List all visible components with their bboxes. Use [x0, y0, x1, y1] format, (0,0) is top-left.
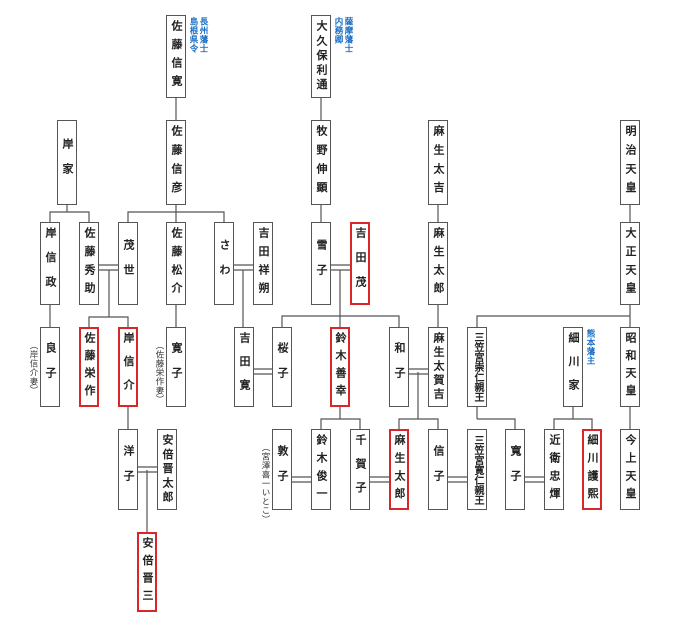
person-box: 雪子 [311, 222, 331, 305]
person-box: 千賀子 [350, 429, 370, 510]
person-box: 麻生太賀吉 [428, 327, 448, 407]
person-box: 佐藤栄作 [79, 327, 99, 407]
person-name: 桜子 [276, 342, 289, 392]
person-box: 三笠宮寛仁親王 [467, 429, 487, 510]
person-name: 三笠宮寛仁親王 [472, 434, 483, 505]
person-box: 細川家 [563, 327, 583, 407]
person-name: 良子 [44, 342, 57, 392]
person-name: 明治天皇 [624, 124, 637, 201]
person-name: 岸家 [61, 137, 74, 188]
person-name: 三笠宮崇仁親王 [472, 332, 483, 402]
person-box: 佐藤信寛 [166, 15, 186, 98]
person-name: 岸信政 [44, 227, 57, 300]
person-name: 佐藤栄作 [83, 332, 96, 402]
person-name: 安倍晋太郎 [161, 434, 174, 505]
person-name: 昭和天皇 [624, 332, 637, 402]
person-name: さわ [218, 238, 231, 289]
person-box: 安倍晋太郎 [157, 429, 177, 510]
person-box: 佐藤信彦 [166, 120, 186, 205]
person-name: 大正天皇 [624, 226, 637, 301]
person-box: 洋子 [118, 429, 138, 510]
person-box: 牧野伸顕 [311, 120, 331, 205]
person-name: 吉田祥朔 [257, 226, 270, 301]
person-name: 細川家 [567, 332, 580, 402]
person-name: 茂世 [122, 238, 135, 289]
person-box: 吉田祥朔 [253, 222, 273, 305]
person-name: 近衛忠煇 [548, 433, 561, 506]
person-box: 明治天皇 [620, 120, 640, 205]
person-name: 敦子 [276, 444, 289, 495]
person-name: 佐藤秀助 [83, 226, 96, 301]
person-name: 安倍晋三 [141, 537, 154, 607]
person-name: 寛子 [170, 342, 183, 392]
person-name: 今上天皇 [624, 433, 637, 506]
person-name: 大久保利通 [315, 20, 328, 93]
person-box: 鈴木善幸 [330, 327, 350, 407]
person-box: 今上天皇 [620, 429, 640, 510]
person-name: 和子 [393, 342, 406, 392]
person-box: 麻生太郎 [389, 429, 409, 510]
person-box: 寛子 [166, 327, 186, 407]
person-note: 薩摩藩士 内務卿 [333, 17, 353, 53]
person-box: 岸信介 [118, 327, 138, 407]
person-name: 佐藤松介 [170, 226, 183, 301]
person-note: （佐藤栄作妻） [154, 341, 164, 404]
person-box: 鈴木俊一 [311, 429, 331, 510]
person-name: 吉田寛 [238, 332, 251, 402]
person-note: （岸信介妻） [28, 341, 38, 395]
person-name: 洋子 [122, 444, 135, 495]
person-box: 麻生太郎 [428, 222, 448, 305]
person-box: 寬子 [505, 429, 525, 510]
person-note: （宮澤喜一いとこ） [260, 443, 270, 524]
person-box: 昭和天皇 [620, 327, 640, 407]
person-name: 佐藤信彦 [170, 124, 183, 201]
person-name: 寬子 [509, 444, 522, 495]
person-name: 岸信介 [122, 332, 135, 402]
person-name: 千賀子 [354, 433, 367, 506]
person-box: 麻生太吉 [428, 120, 448, 205]
person-box: 桜子 [272, 327, 292, 407]
person-name: 信子 [432, 444, 445, 495]
person-box: 大久保利通 [311, 15, 331, 98]
person-box: 良子 [40, 327, 60, 407]
person-box: 和子 [389, 327, 409, 407]
person-name: 麻生太賀吉 [432, 332, 445, 402]
person-box: 岸家 [57, 120, 77, 205]
person-name: 牧野伸顕 [315, 124, 328, 201]
person-name: 麻生太吉 [432, 124, 445, 201]
person-box: 岸信政 [40, 222, 60, 305]
person-box: 茂世 [118, 222, 138, 305]
person-box: 大正天皇 [620, 222, 640, 305]
person-box: 安倍晋三 [137, 532, 157, 612]
person-note: 長州藩士 島根県令 [188, 17, 208, 53]
person-note: 熊本藩主 [585, 329, 595, 365]
person-name: 麻生太郎 [432, 226, 445, 301]
person-box: 信子 [428, 429, 448, 510]
person-name: 吉田茂 [354, 227, 367, 300]
person-box: さわ [214, 222, 234, 305]
person-box: 佐藤松介 [166, 222, 186, 305]
person-name: 鈴木俊一 [315, 433, 328, 506]
person-name: 雪子 [315, 238, 328, 289]
person-box: 吉田寛 [234, 327, 254, 407]
person-name: 細川護熙 [586, 433, 599, 506]
person-name: 鈴木善幸 [334, 332, 347, 402]
person-box: 細川護熙 [582, 429, 602, 510]
person-name: 麻生太郎 [393, 433, 406, 506]
person-box: 佐藤秀助 [79, 222, 99, 305]
person-box: 近衛忠煇 [544, 429, 564, 510]
person-box: 吉田茂 [350, 222, 370, 305]
person-box: 三笠宮崇仁親王 [467, 327, 487, 407]
person-name: 佐藤信寛 [170, 19, 183, 94]
person-box: 敦子 [272, 429, 292, 510]
